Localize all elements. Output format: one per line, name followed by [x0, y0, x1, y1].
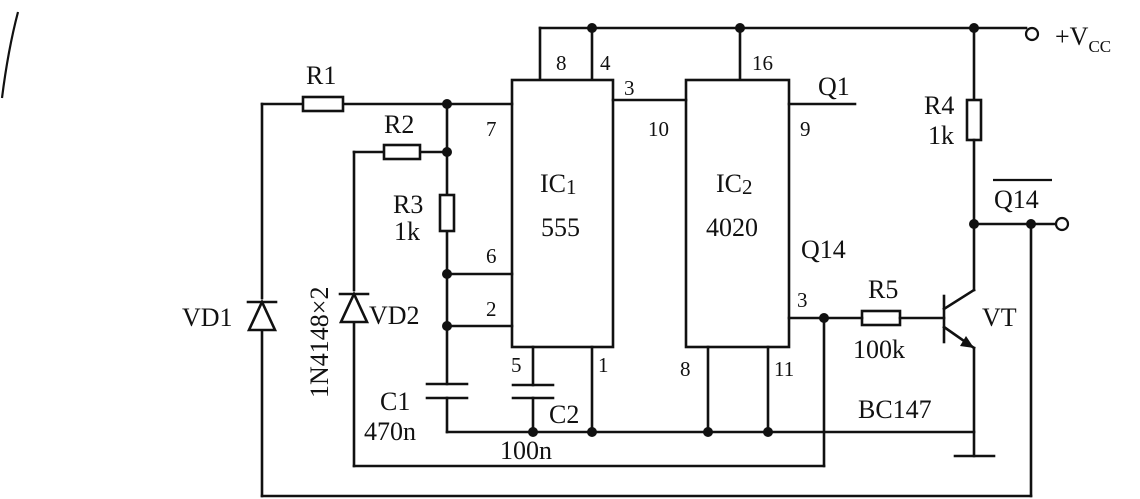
- ic1-pin4: 4: [600, 51, 611, 75]
- ic2-body: [684, 78, 791, 349]
- ic2-pin8: 8: [680, 357, 691, 381]
- ic1-pin3: 3: [624, 76, 635, 100]
- r2-label: R2: [384, 110, 414, 139]
- r1-label: R1: [306, 61, 336, 90]
- vcc-terminal: [1024, 26, 1040, 42]
- ic1-pin6: 6: [486, 244, 497, 268]
- timing-network: [260, 99, 514, 434]
- vd1-label: VD1: [182, 303, 233, 332]
- ic2-pin9: 9: [800, 117, 811, 141]
- r4-value: 1k: [928, 121, 954, 150]
- r2-body: [382, 143, 422, 161]
- diode-type-label: 1N4148×2: [305, 287, 334, 398]
- vd1-branch: [246, 102, 1033, 498]
- vd2-symbol: [338, 290, 370, 324]
- c2-symbol: [511, 345, 555, 434]
- ic1-pin2: 2: [486, 297, 497, 321]
- r3-body: [438, 193, 456, 233]
- scan-mark: [0, 11, 20, 99]
- ic1-pin8: 8: [556, 51, 567, 75]
- r5-body: [860, 309, 902, 327]
- vd2-branch: [338, 150, 826, 468]
- ic2-type: 4020: [706, 213, 758, 242]
- vcc-label: +VCC: [1055, 22, 1111, 56]
- transistor-vt: [942, 138, 976, 350]
- ic2-pin11: 11: [774, 357, 794, 381]
- vcc-rail: [538, 23, 1040, 102]
- ic2-pin3: 3: [797, 288, 808, 312]
- c2-value: 100n: [500, 436, 552, 465]
- c1-value: 470n: [364, 417, 416, 446]
- vd1-symbol: [246, 298, 278, 332]
- c2-label: C2: [549, 400, 579, 429]
- r1-body: [301, 95, 345, 113]
- r5-value: 100k: [853, 335, 905, 364]
- ic2-name: IC2: [716, 169, 753, 199]
- r5-label: R5: [868, 275, 898, 304]
- vt-model: BC147: [858, 395, 932, 424]
- ic1-pin1: 1: [598, 353, 609, 377]
- c1-label: C1: [380, 387, 410, 416]
- r3-value: 1k: [394, 217, 420, 246]
- r4-body: [965, 98, 983, 142]
- q14-bar-label: Q14: [994, 185, 1039, 214]
- q14-bar-output: [969, 178, 1070, 232]
- ic2-pin16: 16: [752, 51, 773, 75]
- ic2-pin10: 10: [648, 117, 669, 141]
- ic1-body: [510, 78, 615, 349]
- q14-label: Q14: [801, 235, 846, 264]
- c1-symbol: [425, 382, 469, 400]
- ic1-pin5: 5: [511, 353, 522, 377]
- ic1-pin7: 7: [486, 117, 497, 141]
- r3-label: R3: [393, 190, 423, 219]
- vd2-label: VD2: [369, 301, 420, 330]
- q14-bar-terminal: [1054, 216, 1070, 232]
- q1-label: Q1: [818, 72, 850, 101]
- ic1-type: 555: [541, 213, 580, 242]
- vt-label: VT: [982, 303, 1017, 332]
- ic1-name: IC1: [540, 169, 577, 199]
- ground-bus: [445, 346, 996, 458]
- r4-label: R4: [924, 91, 954, 120]
